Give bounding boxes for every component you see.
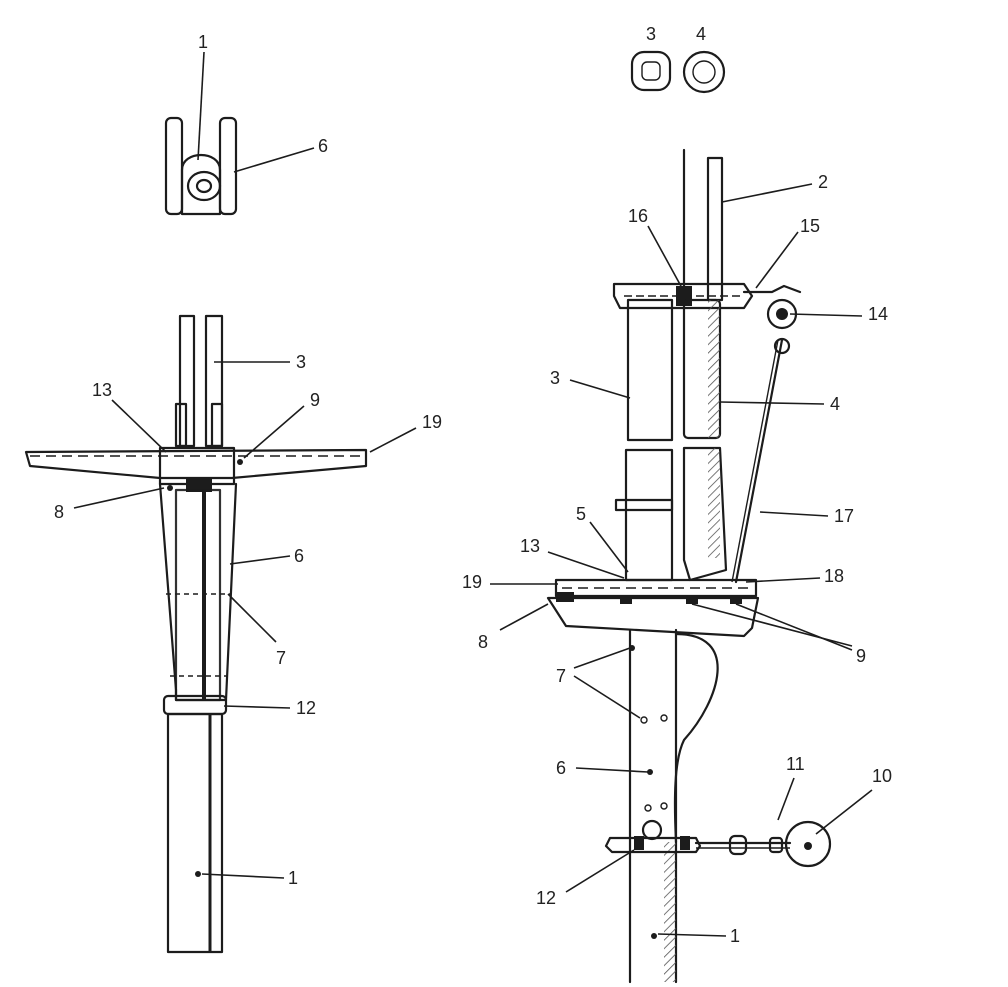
label-1: 1 (288, 868, 298, 888)
label-4: 4 (830, 394, 840, 414)
label-1: 1 (730, 926, 740, 946)
left-mast-assembly (24, 314, 368, 954)
label-8: 8 (478, 632, 488, 652)
label-2: 2 (818, 172, 828, 192)
label-13: 13 (520, 536, 540, 556)
label-11: 11 (786, 754, 805, 774)
label-18: 18 (824, 566, 844, 586)
label-1: 1 (198, 32, 208, 52)
callout-labels: 1 6 3 4 3 13 9 19 8 6 7 12 1 2 16 15 14 … (54, 24, 892, 946)
label-19: 19 (462, 572, 482, 592)
label-9: 9 (856, 646, 866, 666)
leader-lines (73, 51, 873, 937)
label-6: 6 (318, 136, 328, 156)
label-6: 6 (294, 546, 304, 566)
label-9: 9 (310, 390, 320, 410)
right-mast-assembly (546, 148, 832, 984)
label-13: 13 (92, 380, 112, 400)
section-views (630, 50, 726, 94)
label-10: 10 (872, 766, 892, 786)
end-view-fork (164, 116, 238, 216)
label-19: 19 (422, 412, 442, 432)
label-3: 3 (646, 24, 656, 44)
label-16: 16 (628, 206, 648, 226)
label-7: 7 (276, 648, 286, 668)
label-8: 8 (54, 502, 64, 522)
label-15: 15 (800, 216, 820, 236)
label-17: 17 (834, 506, 854, 526)
label-3: 3 (296, 352, 306, 372)
label-4: 4 (696, 24, 706, 44)
label-3: 3 (550, 368, 560, 388)
label-5: 5 (576, 504, 586, 524)
label-7: 7 (556, 666, 566, 686)
label-12: 12 (296, 698, 316, 718)
label-12: 12 (536, 888, 556, 908)
label-14: 14 (868, 304, 888, 324)
label-6: 6 (556, 758, 566, 778)
